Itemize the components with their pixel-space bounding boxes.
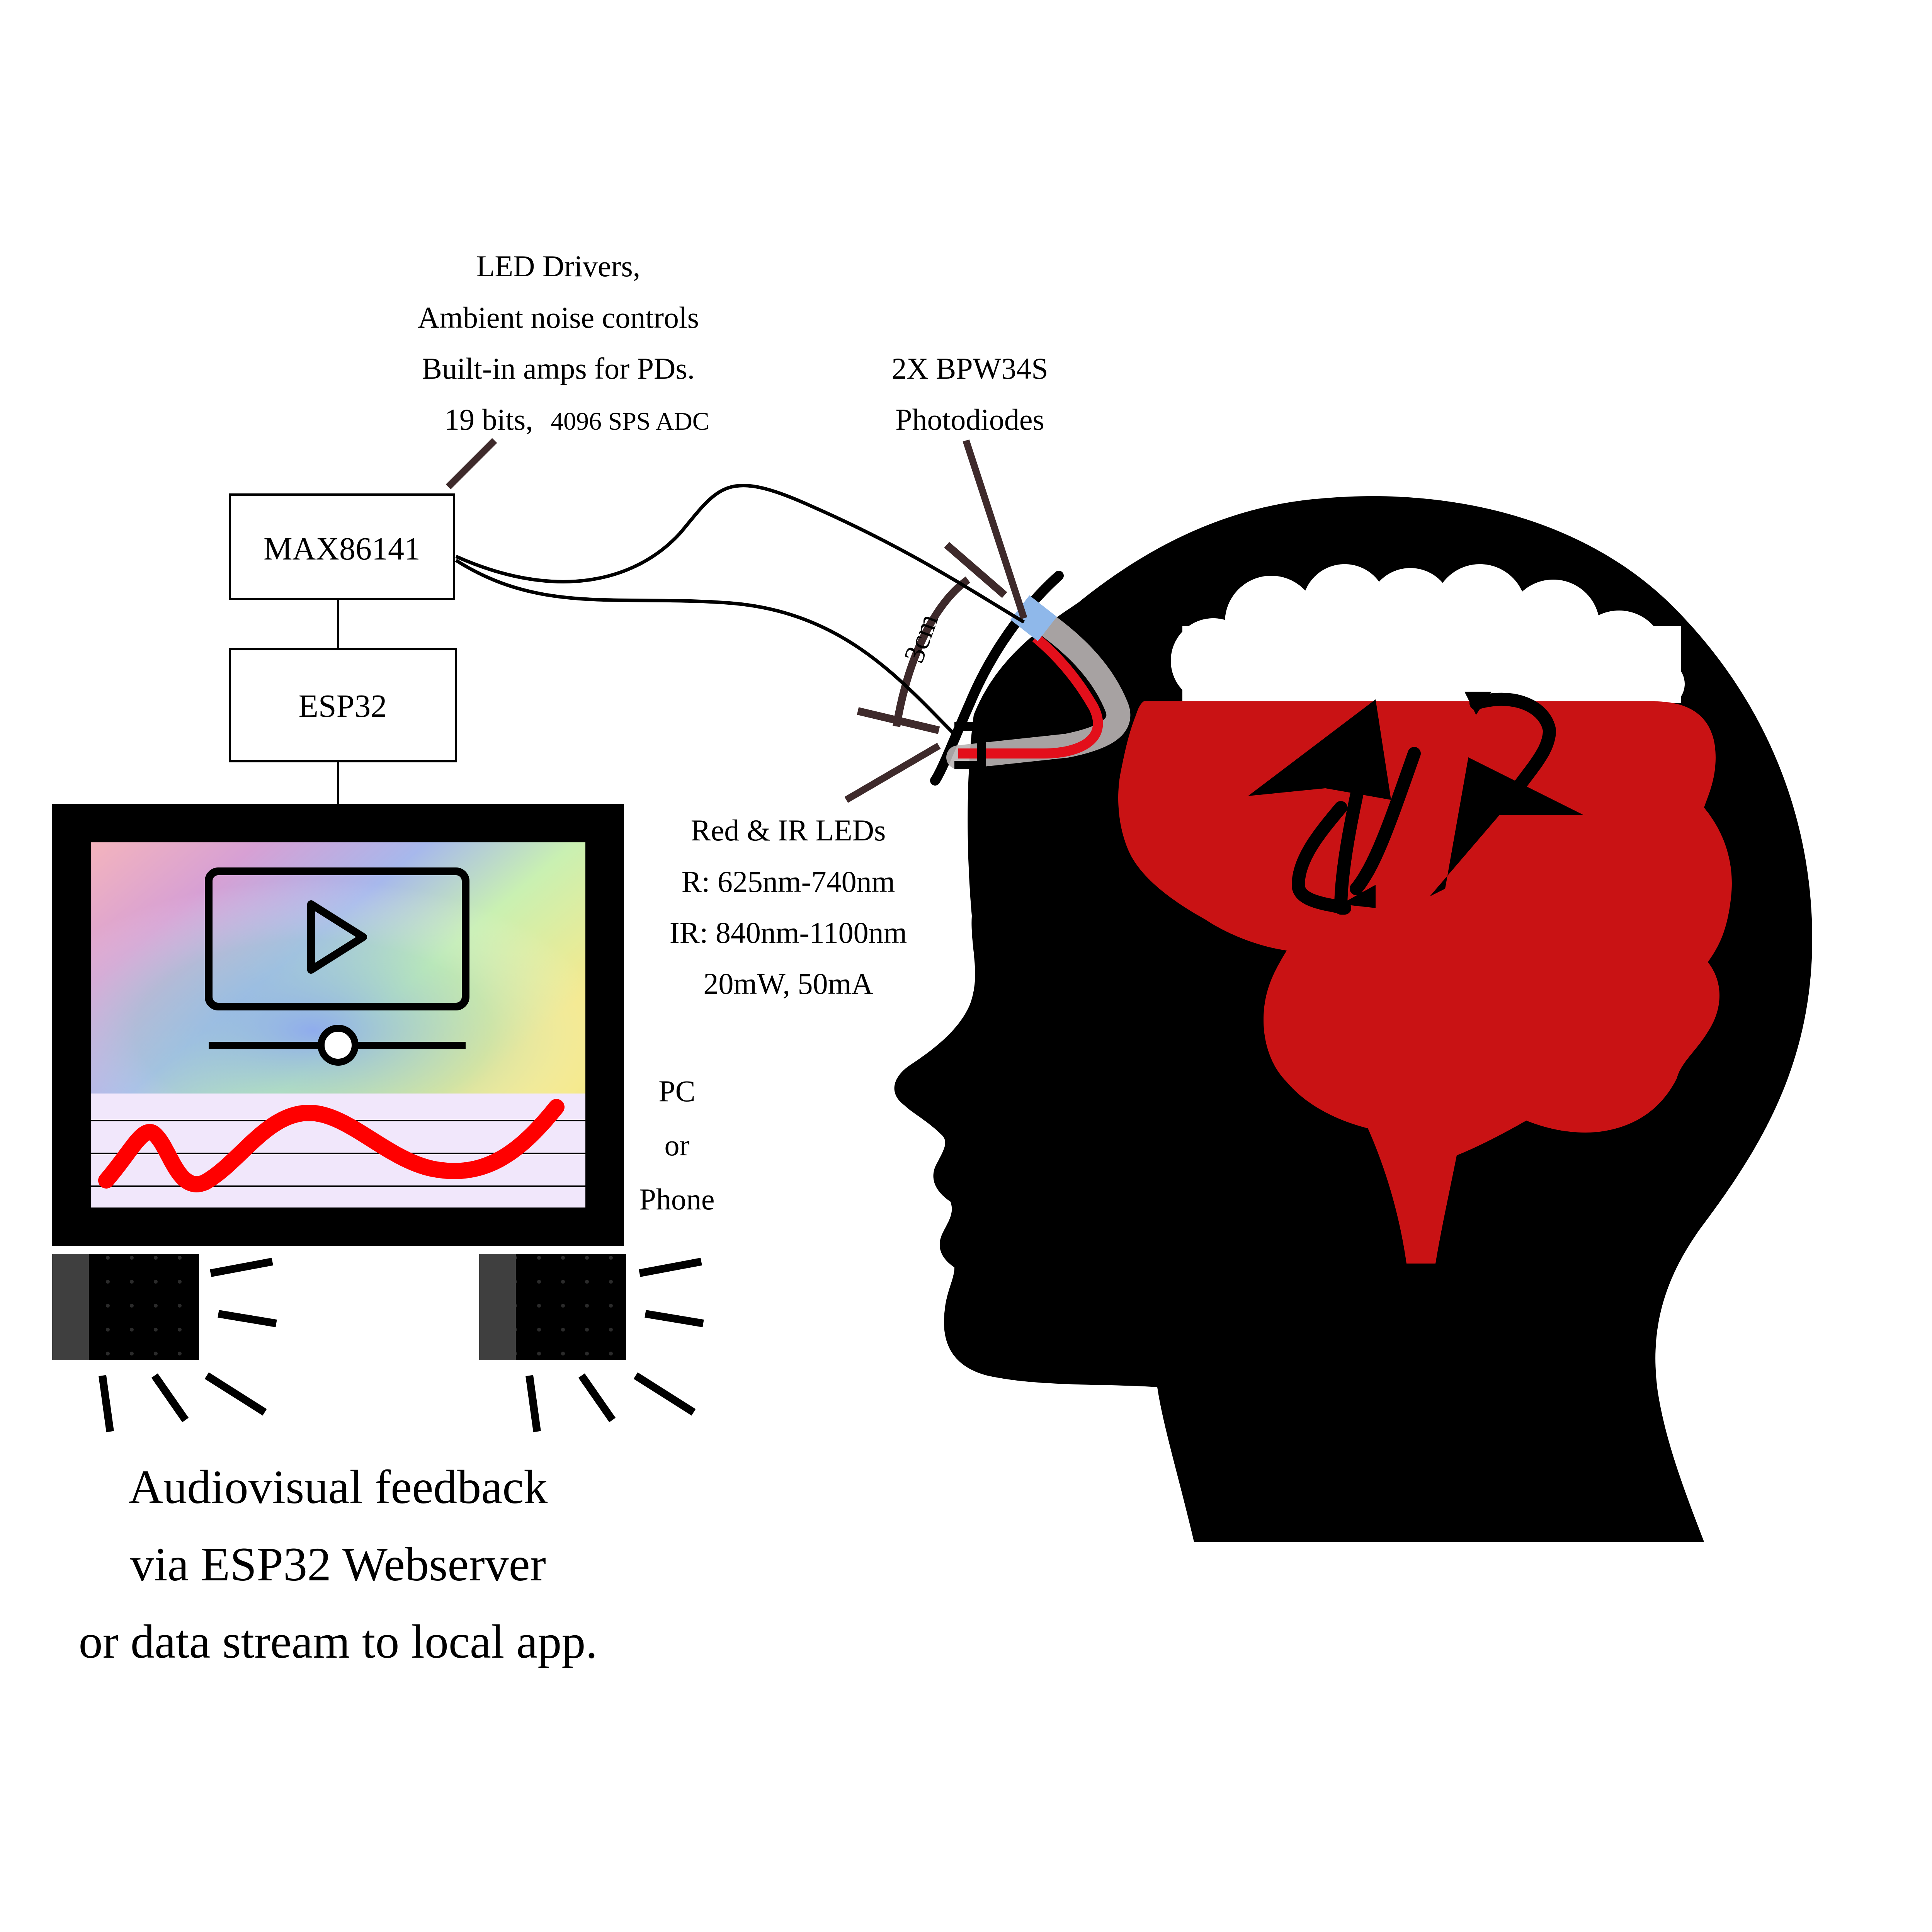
max86141-label: MAX86141: [264, 531, 420, 567]
arrow-heads: [1248, 692, 1584, 908]
max-note-line4a: 19 bits,: [444, 403, 533, 436]
caption: Audiovisual feedback via ESP32 Webserver…: [79, 1461, 598, 1668]
device-label-line1: PC: [658, 1074, 695, 1108]
caption-line1: Audiovisual feedback: [129, 1461, 548, 1514]
play-icon: [307, 900, 367, 974]
photodiode-leader: [963, 439, 1027, 619]
speaker-icon: [52, 1254, 277, 1432]
sensor-cables: [455, 484, 1025, 736]
video-player-icon: [205, 867, 469, 1066]
monitor: [52, 804, 624, 1246]
device-label: PC or Phone: [639, 1074, 715, 1216]
max-note-line3: Built-in amps for PDs.: [422, 352, 695, 385]
max-note-leader: [446, 438, 497, 490]
led-note-line3: IR: 840nm-1100nm: [670, 916, 907, 949]
max-note-line2: Ambient noise controls: [418, 301, 699, 334]
photodiode-note-line2: Photodiodes: [895, 403, 1044, 436]
max-note-line1: LED Drivers,: [476, 249, 641, 283]
led-note-line4: 20mW, 50mA: [703, 967, 873, 1000]
max-note: LED Drivers, Ambient noise controls Buil…: [418, 249, 709, 436]
esp32-box: [229, 648, 457, 762]
photodiode-note-line1: 2X BPW34S: [891, 352, 1048, 385]
max86141-box: [229, 493, 455, 600]
esp32-label: ESP32: [299, 688, 387, 724]
distance-bracket: [857, 542, 1007, 734]
brain-top-cloud: [1171, 564, 1685, 707]
caption-line3: or data stream to local app.: [79, 1615, 598, 1668]
max-note-line4b: 4096 SPS ADC: [551, 407, 709, 435]
sound-wave-icon: [98, 1099, 565, 1192]
distance-label: 3cm: [898, 610, 945, 667]
sensor-probe: [930, 571, 1131, 786]
caption-line2: via ESP32 Webserver: [130, 1538, 546, 1591]
brain-region: [1118, 701, 1732, 1264]
circulation-arrows-icon: [1292, 692, 1556, 915]
led-note-line2: R: 625nm-740nm: [682, 865, 895, 898]
device-label-line3: Phone: [639, 1182, 715, 1216]
led-leader: [844, 743, 941, 803]
led-note: Red & IR LEDs R: 625nm-740nm IR: 840nm-1…: [670, 813, 907, 1000]
led-note-line1: Red & IR LEDs: [691, 813, 886, 847]
photodiode-note: 2X BPW34S Photodiodes: [891, 352, 1048, 436]
speaker-icon: [479, 1254, 704, 1432]
device-label-line2: or: [665, 1128, 690, 1162]
